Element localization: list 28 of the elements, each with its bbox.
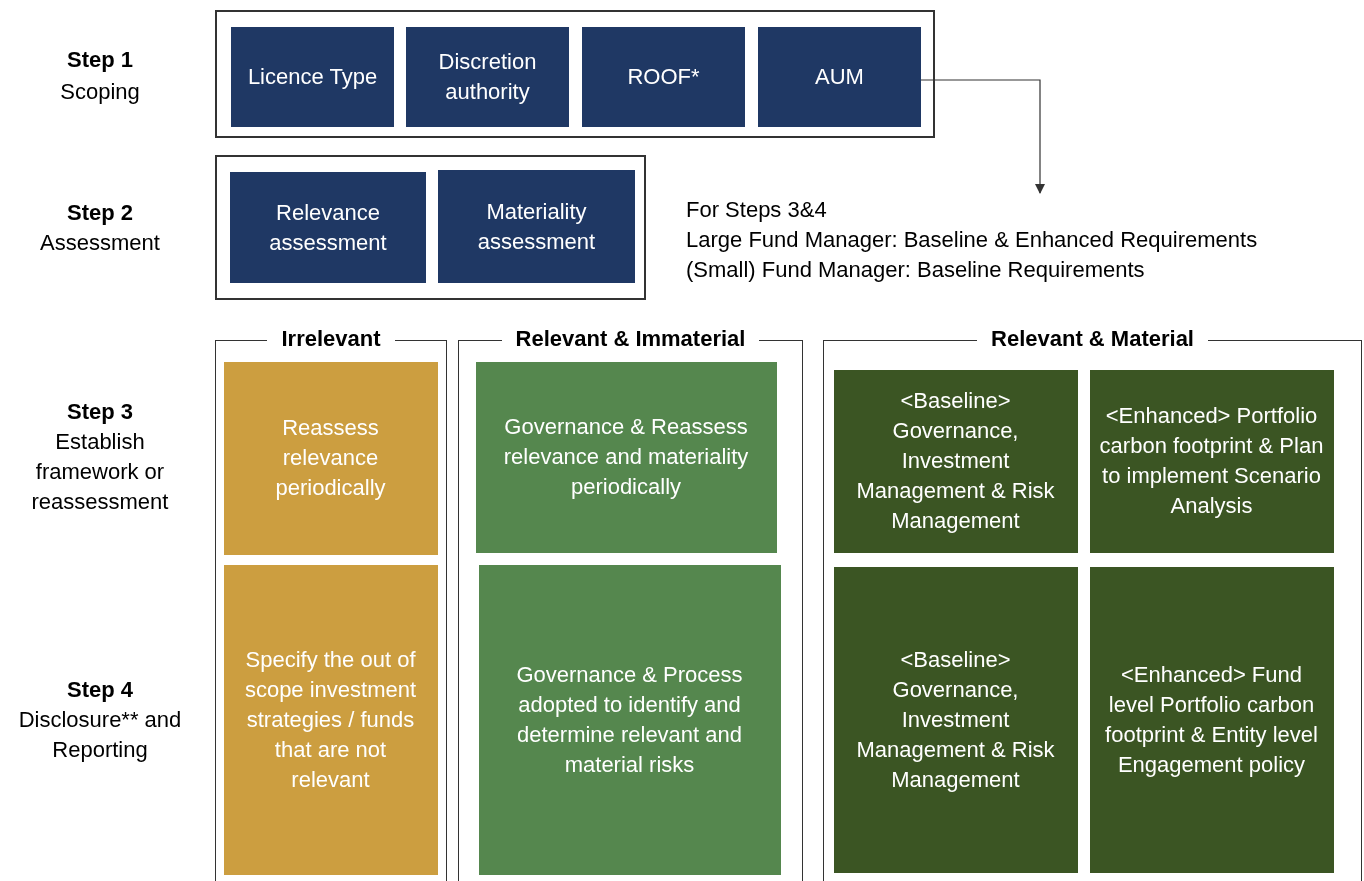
process-box: Materiality assessment	[438, 170, 635, 283]
step-heading: Step 4	[66, 676, 134, 704]
step-caption: Establish framework or reassessment	[30, 428, 170, 516]
process-box: Licence Type	[231, 27, 394, 127]
process-box: Governance & Reassess relevance and materiality periodically	[475, 361, 777, 553]
step-heading: Step 3	[66, 398, 134, 426]
note-text: For Steps 3&4	[686, 196, 828, 224]
step-heading: Step 2	[66, 199, 134, 227]
note-text: (Small) Fund Manager: Baseline Requirements	[686, 256, 1146, 284]
process-box: Relevance assessment	[230, 172, 426, 283]
group-frame	[215, 155, 646, 300]
group-frame	[215, 10, 935, 138]
process-box: <Enhanced> Portfolio carbon footprint & Plan to implement Scenario Analysis	[1089, 369, 1334, 553]
arrow	[920, 79, 1045, 194]
note-text: Large Fund Manager: Baseline & Enhanced Requirements	[686, 226, 1259, 254]
process-box: Specify the out of scope investment strategies / funds that are not relevant	[223, 564, 438, 875]
process-box: <Baseline> Governance, Investment Management & Risk Management	[833, 369, 1078, 553]
process-box: <Baseline> Governance, Investment Management & Risk Management	[833, 566, 1078, 873]
step-heading: Step 1	[66, 46, 134, 74]
step-caption: Scoping	[59, 78, 141, 106]
process-box: Discretion authority	[406, 27, 569, 127]
process-box: ROOF*	[582, 27, 745, 127]
process-box: Reassess relevance periodically	[223, 361, 438, 555]
process-box: AUM	[758, 27, 921, 127]
step-caption: Assessment	[39, 229, 161, 257]
step-caption: Disclosure** and Reporting	[17, 706, 183, 764]
process-box: <Enhanced> Fund level Portfolio carbon footprint & Entity level Engagement policy	[1089, 566, 1334, 873]
process-box: Governance & Process adopted to identify and determine relevant and material risks	[478, 564, 781, 875]
